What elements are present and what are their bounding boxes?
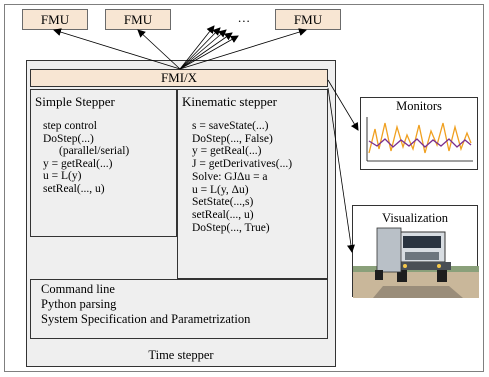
trailer-wheel [375,270,383,280]
step-line: DoStep(..., True) [192,221,270,234]
command-lines: Command line Python parsing System Speci… [41,282,327,327]
truck-grille [405,252,439,260]
fmu-label: FMU [40,12,70,27]
fmu-label: FMU [123,12,153,27]
monitor-series-2 [368,138,472,148]
step-line: SetState(...,s) [192,196,254,209]
truck-windshield [403,236,441,248]
step-line: u = L(y, Δu) [192,183,249,196]
kinematic-stepper-panel: Kinematic stepper s = saveState(...) DoS… [177,89,328,279]
time-stepper-label: Time stepper [148,348,214,362]
step-line: DoStep(..., False) [192,132,273,145]
kinematic-stepper-title: Kinematic stepper [182,94,277,109]
step-line: u = L(y) [43,170,82,183]
simple-stepper-panel: Simple Stepper step control DoStep(...) … [30,89,177,237]
simple-stepper-lines: step control DoStep(...) (parallel/seria… [31,120,176,196]
fmu-box-3: FMU [275,9,341,30]
simple-stepper-title: Simple Stepper [35,94,115,109]
command-panel: Command line Python parsing System Speci… [30,279,328,339]
step-line: setReal(..., u) [43,182,105,195]
monitor-plot [366,117,473,162]
step-line: Solve: GJΔu = a [192,170,268,183]
fmu-box-1: FMU [22,9,88,30]
ellipsis: ... [238,10,251,25]
step-line: y = getReal(...) [43,157,113,170]
monitor-series-1 [368,122,472,154]
step-line: DoStep(...) [43,132,94,145]
step-line: (parallel/serial) [59,145,130,158]
headlight-right [437,264,441,268]
fmu-label: FMU [293,12,323,27]
trailer [376,227,402,273]
truck-image [353,227,479,298]
fmix-bar: FMI/X [30,69,328,87]
step-line: J = getDerivatives(...) [192,158,293,171]
step-line: setReal(..., u) [192,208,254,221]
outer-frame [4,4,484,372]
visualization-title: Visualization [382,211,448,225]
command-line: Python parsing [41,297,117,311]
fmu-box-2: FMU [105,9,171,30]
headlight-left [403,264,407,268]
truck-wheel-left [397,270,407,282]
kinematic-stepper-lines: s = saveState(...) DoStep(..., False) y … [178,120,327,234]
truck-bumper [393,262,451,270]
step-line: s = saveState(...) [192,120,269,132]
step-line: y = getReal(...) [192,145,262,158]
command-line: Command line [41,282,115,296]
visualization-box: Visualization [352,205,479,298]
step-line: step control [43,120,97,132]
monitors-box: Monitors [360,97,478,170]
command-line: System Specification and Parametrization [41,312,251,326]
monitors-title: Monitors [396,99,442,113]
truck-wheel-right [437,270,447,282]
road [373,286,463,298]
